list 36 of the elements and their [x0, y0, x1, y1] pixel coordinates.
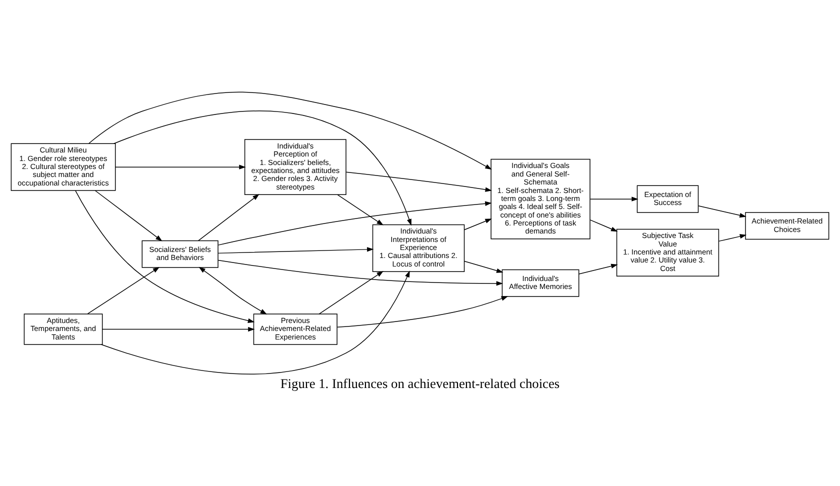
arrow: [218, 246, 374, 254]
arrow: [102, 326, 255, 332]
arrow: [113, 110, 412, 226]
node-box: Socializers' Beliefs and Behaviors: [142, 240, 218, 268]
node-box: Expectation of Success: [636, 184, 699, 212]
arrow: [318, 270, 384, 314]
node-box: Individual's Affective Memories: [502, 268, 580, 296]
node-box: Achievement-Related Choices: [745, 212, 830, 240]
arrow: [115, 164, 246, 169]
arrow: [336, 296, 508, 327]
arrow: [590, 196, 638, 201]
arrow: [346, 171, 492, 192]
caption: Figure 1. Influences on achievement-related choices: [280, 375, 560, 390]
arrow: [337, 194, 384, 225]
node-box: Cultural Milieu 1. Gender role stereotypes 2. Cultural stereotypes of subject matter and occupational characteristics: [10, 142, 116, 190]
arrow: [75, 190, 255, 322]
arrow: [698, 205, 746, 218]
arrow: [87, 266, 160, 314]
arrow: [198, 194, 260, 241]
node-box: Individual's Interpretations of Experience 1. Causal attributions 2. Locus of control: [372, 224, 465, 272]
node-box: Subjective Task Value 1. Incentive and attainment value 2. Utility value 3. Cost: [616, 228, 720, 276]
node-box: Individual's Perception of 1. Socializers' beliefs, expectations, and attitudes 2. Gender roles 3. Activity stereotypes: [244, 138, 346, 194]
arrow: [198, 266, 268, 314]
arrow: [590, 219, 618, 232]
arrow: [718, 234, 747, 242]
arrow: [100, 270, 410, 374]
arrow: [578, 263, 618, 274]
node-box: Previous Achievement-Related Experiences: [253, 313, 338, 344]
arrow: [218, 200, 492, 245]
arrow: [88, 91, 492, 170]
node-box: Individual's Goals and General Self-Schemata 1. Self-schemata 2. Short-term goals 3. Long-term goals 4. Ideal self 5. Self-concept of one's abilities 6. Perceptions of task demands: [490, 158, 590, 239]
arrow: [94, 190, 162, 241]
arrow: [464, 260, 504, 272]
arrow: [464, 218, 492, 230]
node-box: Aptitudes, Temperaments, and Talents: [24, 313, 103, 344]
arrow: [218, 259, 504, 286]
